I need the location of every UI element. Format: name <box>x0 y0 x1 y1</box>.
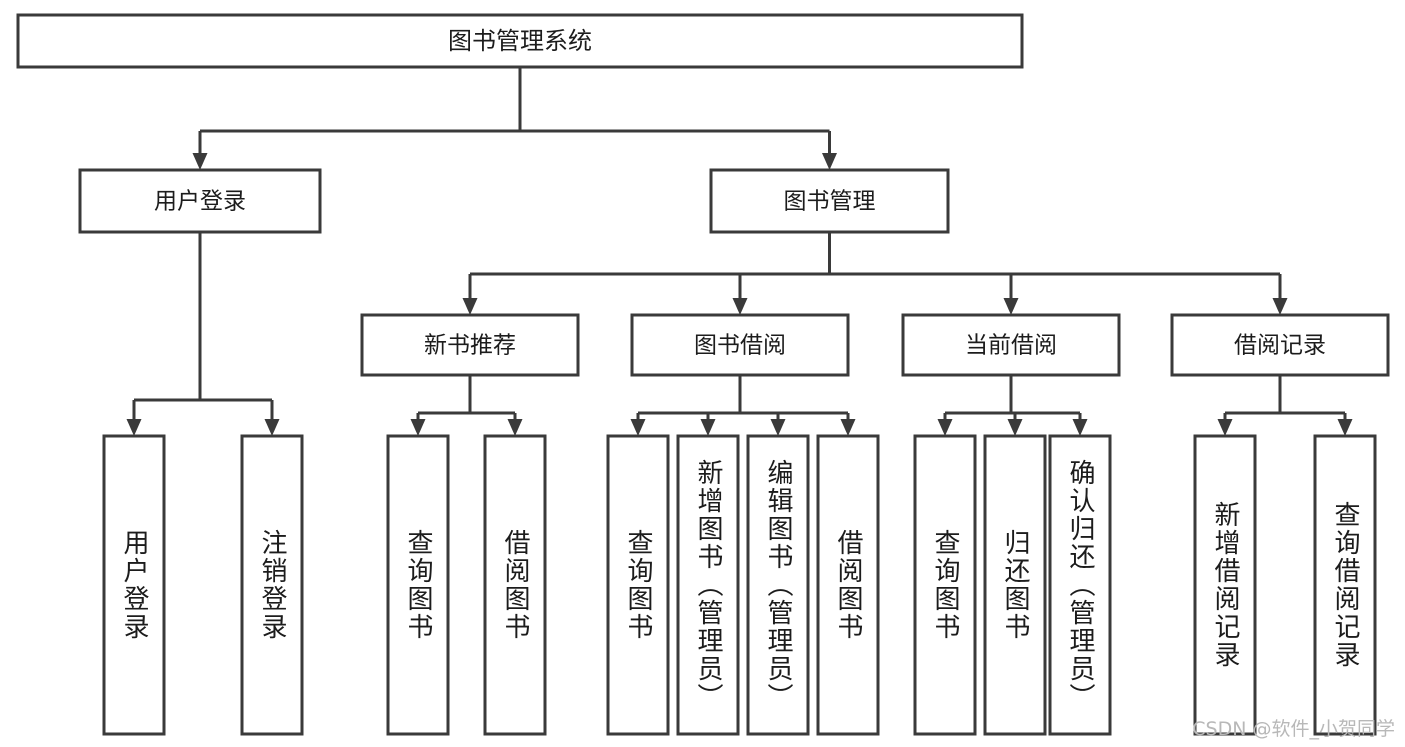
book-borrow-to-leaves-arrow-0 <box>630 419 646 436</box>
node-current-borrow-label: 当前借阅 <box>965 333 1057 359</box>
new-book-recommend-to-leaves-arrow-1 <box>507 419 523 436</box>
node-book-manage[interactable] <box>709 168 950 234</box>
bookmanage-to-level3-arrow-3 <box>1272 298 1288 315</box>
node-leaf-query-record[interactable] <box>1313 434 1377 736</box>
node-leaf-query-book-2[interactable] <box>606 434 670 736</box>
node-leaf-confirm-return[interactable] <box>1048 434 1112 736</box>
bookmanage-to-level3-arrow-1 <box>732 298 748 315</box>
box-layer <box>16 13 1390 736</box>
node-user-login-label: 用户登录 <box>154 189 246 215</box>
node-leaf-query-book-1[interactable] <box>386 434 450 736</box>
current-borrow-to-leaves-arrow-0 <box>937 419 953 436</box>
current-borrow-to-leaves-arrow-2 <box>1072 419 1088 436</box>
node-new-book-recommend[interactable] <box>360 313 580 377</box>
node-book-borrow[interactable] <box>630 313 850 377</box>
node-leaf-return-book[interactable] <box>983 434 1047 736</box>
borrow-record-to-leaves-arrow-0 <box>1217 419 1233 436</box>
node-book-manage-label: 图书管理 <box>784 189 876 215</box>
current-borrow-to-leaves-arrow-1 <box>1007 419 1023 436</box>
root-to-level2-arrow-0 <box>192 153 208 170</box>
node-leaf-query-book-3[interactable] <box>913 434 977 736</box>
book-borrow-to-leaves-arrow-1 <box>700 419 716 436</box>
node-leaf-add-record[interactable] <box>1193 434 1257 736</box>
node-leaf-user-login[interactable] <box>102 434 166 736</box>
node-root-system[interactable] <box>16 13 1024 69</box>
node-borrow-record[interactable] <box>1170 313 1390 377</box>
connector-layer <box>126 67 1353 436</box>
bookmanage-to-level3-arrow-0 <box>462 298 478 315</box>
book-borrow-to-leaves-arrow-2 <box>770 419 786 436</box>
node-leaf-add-book[interactable] <box>676 434 740 736</box>
borrow-record-to-leaves-arrow-1 <box>1337 419 1353 436</box>
bookmanage-to-level3-arrow-2 <box>1003 298 1019 315</box>
new-book-recommend-to-leaves-arrow-0 <box>410 419 426 436</box>
user-login-to-leaves-arrow-1 <box>264 419 280 436</box>
node-leaf-edit-book[interactable] <box>746 434 810 736</box>
node-leaf-borrow-book-2[interactable] <box>816 434 880 736</box>
node-current-borrow[interactable] <box>901 313 1121 377</box>
node-new-book-recommend-label: 新书推荐 <box>424 333 516 359</box>
node-root-label: 图书管理系统 <box>448 27 592 55</box>
node-book-borrow-label: 图书借阅 <box>694 333 786 359</box>
root-to-level2-arrow-1 <box>822 153 837 170</box>
csdn-watermark: CSDN @软件_小贺同学 <box>1192 718 1395 740</box>
node-user-login[interactable] <box>78 168 322 234</box>
node-borrow-record-label: 借阅记录 <box>1234 333 1326 359</box>
node-leaf-logout[interactable] <box>240 434 304 736</box>
user-login-to-leaves-arrow-0 <box>126 419 142 436</box>
node-leaf-borrow-book-1[interactable] <box>483 434 547 736</box>
book-borrow-to-leaves-arrow-3 <box>840 419 856 436</box>
